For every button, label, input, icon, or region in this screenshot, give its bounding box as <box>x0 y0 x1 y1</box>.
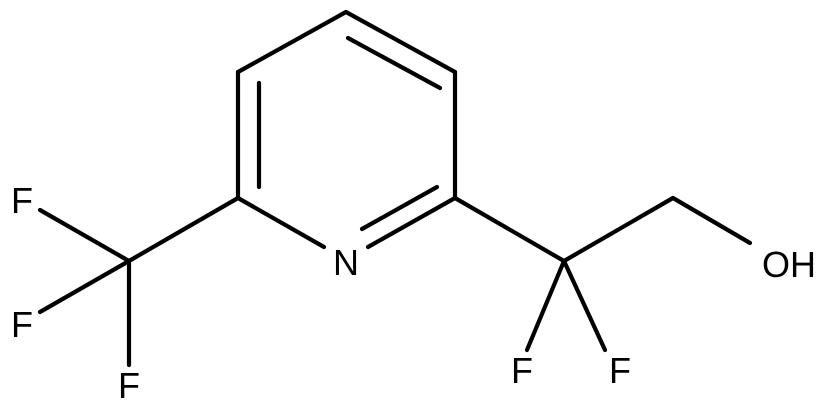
bond-ch2-o <box>670 195 753 246</box>
bond-c4-c3 <box>343 9 458 75</box>
bond-c5-c4 <box>235 9 349 75</box>
bond-c2-n <box>365 195 458 250</box>
atom-label-fluorine-cf3-bot: F <box>118 365 140 406</box>
bond-cf3-f-mid <box>37 258 132 315</box>
bond-c4-c3-inner <box>345 35 443 91</box>
bond-cf3-f-top <box>37 207 132 264</box>
bond-n-c6 <box>235 195 327 250</box>
bond-cf2-ch2 <box>561 195 676 264</box>
bond-c2-n-inner <box>359 184 440 232</box>
pyridine-ring <box>235 9 458 250</box>
atom-label-fluorine-cf2-right: F <box>609 350 631 391</box>
atom-label-hydroxyl: OH <box>762 244 816 285</box>
atom-label-fluorine-cf3-top: F <box>11 180 33 221</box>
atom-label-fluorine-cf3-mid: F <box>11 304 33 345</box>
bond-cf2-f-right <box>561 258 608 353</box>
trifluoromethyl-group <box>37 195 241 368</box>
bond-cf2-f-left <box>524 258 567 353</box>
difluoroethanol-chain <box>452 195 753 353</box>
bond-c2-cf2 <box>452 195 567 264</box>
bond-c6-cf3 <box>126 195 241 264</box>
atom-label-nitrogen: N <box>333 242 359 283</box>
atom-label-fluorine-cf2-left: F <box>511 350 533 391</box>
